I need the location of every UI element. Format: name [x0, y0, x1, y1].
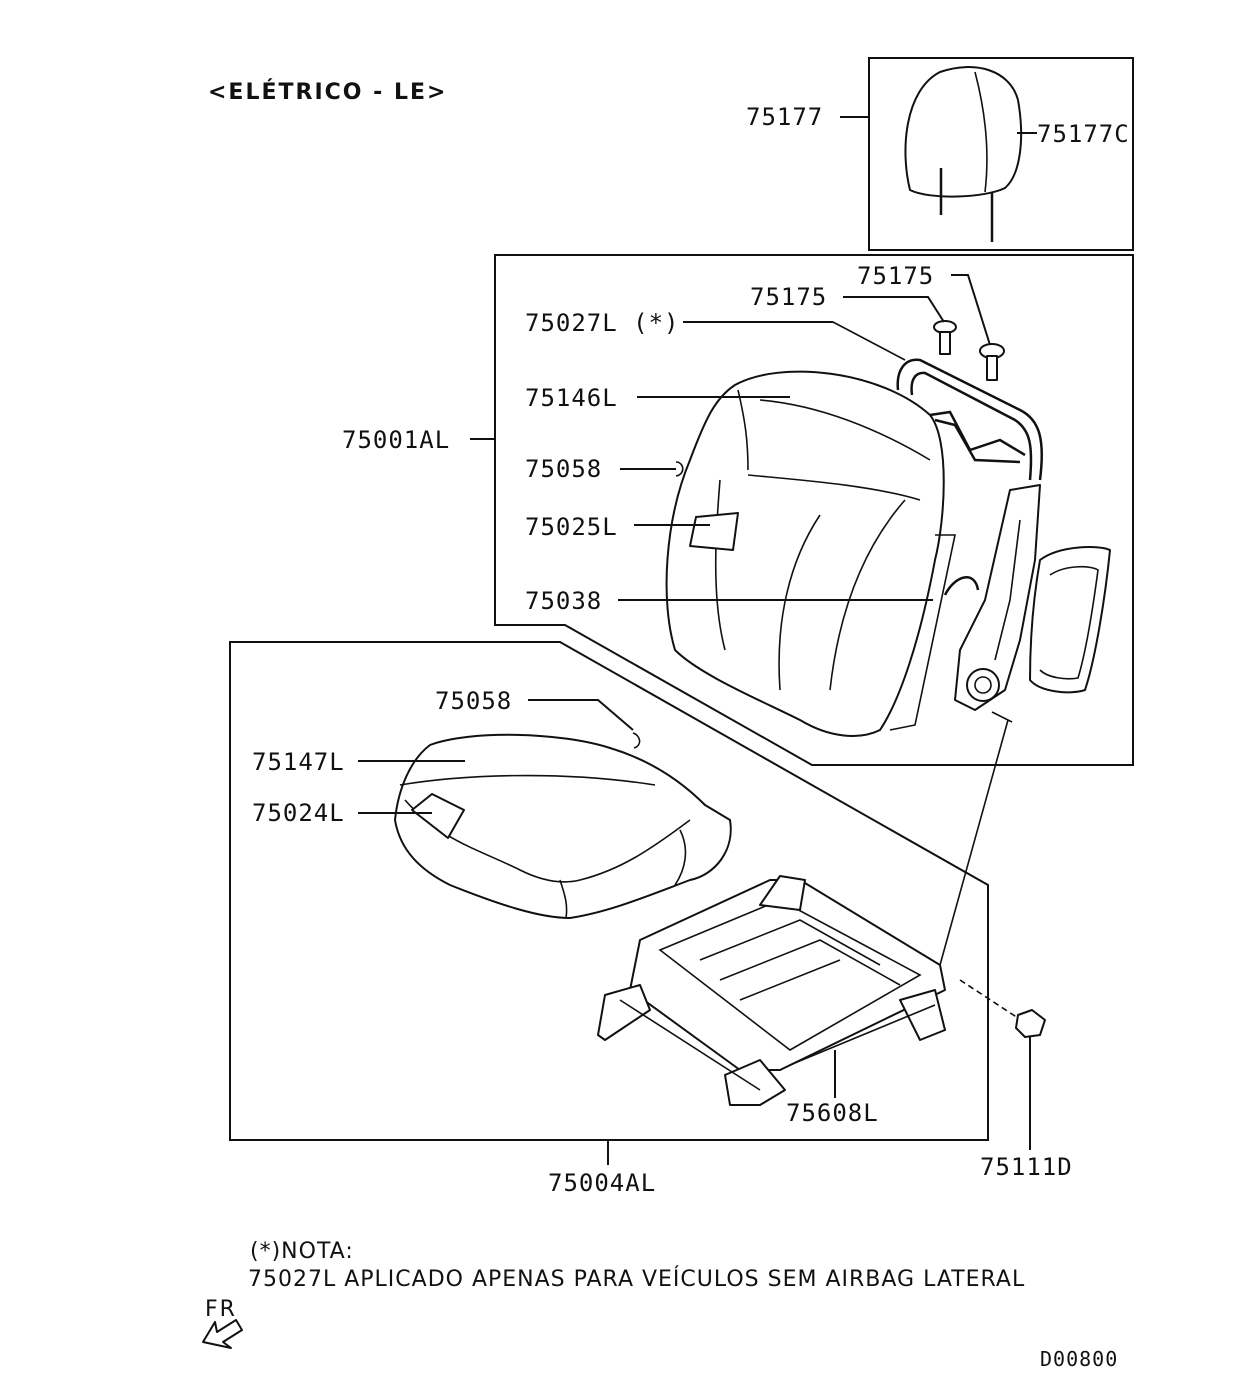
label-75177C: 75177C — [1037, 120, 1130, 148]
label-75177: 75177 — [746, 103, 823, 131]
seat-back-frame — [896, 358, 1111, 711]
guide-clip-75175-b — [979, 343, 1005, 381]
label-75058-back: 75058 — [525, 455, 602, 483]
label-75147L: 75147L — [252, 748, 345, 776]
seat-back-box — [494, 254, 1134, 766]
seat-adjuster-illustration — [597, 875, 946, 1106]
label-75175-a: 75175 — [857, 262, 934, 290]
seat-back-illustration — [665, 370, 956, 737]
headrest-box — [868, 57, 1134, 251]
label-75027L: 75027L (*) — [525, 309, 680, 337]
label-75058-cushion: 75058 — [435, 687, 512, 715]
direction-label: FR — [205, 1297, 237, 1322]
label-75608L: 75608L — [786, 1099, 879, 1127]
bolt-illustration — [959, 979, 1046, 1038]
front-arrow-icon — [202, 1319, 243, 1349]
label-75146L: 75146L — [525, 384, 618, 412]
leader-75175-b — [843, 296, 945, 323]
note-text: 75027L APLICADO APENAS PARA VEÍCULOS SEM… — [248, 1266, 1025, 1292]
diagram-title: <ELÉTRICO - LE> — [208, 79, 447, 105]
back-hinge-link — [991, 711, 1013, 723]
headrest-illustration — [904, 66, 1023, 242]
cushion-box — [229, 641, 989, 1141]
back-to-adjuster-link — [939, 719, 1009, 966]
note-heading: (*)NOTA: — [250, 1239, 354, 1264]
label-75004AL: 75004AL — [548, 1169, 656, 1197]
label-75111D: 75111D — [980, 1153, 1073, 1181]
label-75024L: 75024L — [252, 799, 345, 827]
label-75001AL: 75001AL — [342, 426, 450, 454]
label-75038: 75038 — [525, 587, 602, 615]
leader-75027L-ext — [832, 321, 906, 361]
diagram-code: D00800 — [1040, 1347, 1118, 1371]
label-75025L: 75025L — [525, 513, 618, 541]
leader-75058-cushion — [528, 699, 634, 731]
guide-clip-75175-a — [933, 320, 957, 355]
label-75175-b: 75175 — [750, 283, 827, 311]
cushion-illustration — [394, 732, 732, 919]
leader-75175-a — [951, 274, 991, 346]
